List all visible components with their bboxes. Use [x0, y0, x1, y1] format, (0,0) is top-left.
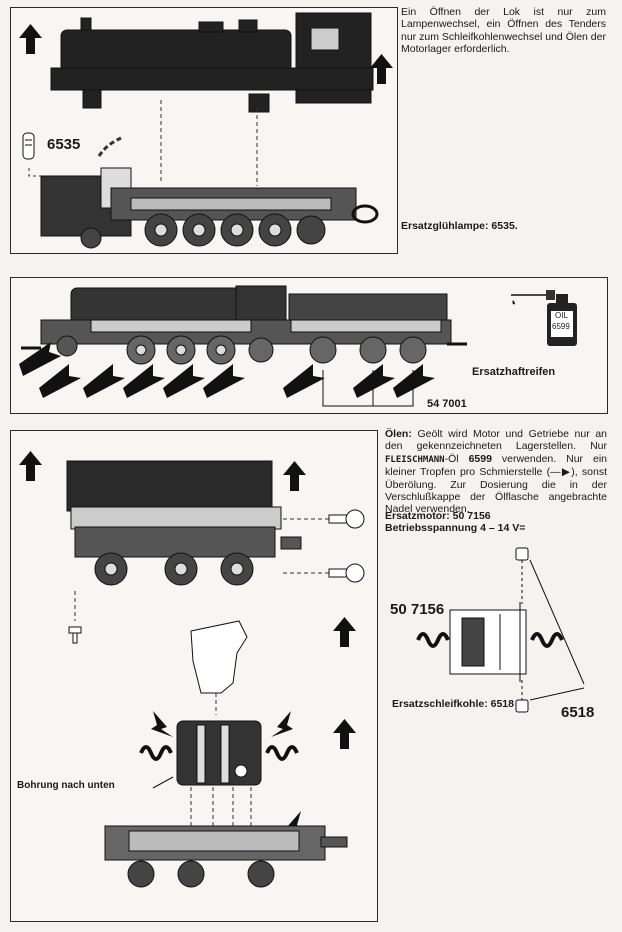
section-motor-oiling: Bohrung nach unten: [10, 430, 378, 922]
loco-chassis: [40, 167, 379, 249]
spare-lamp-label: Ersatzglühlampe: 6535.: [401, 220, 518, 232]
lamp-bulb-icon: [22, 132, 35, 160]
voltage-label: Betriebsspannung 4 – 14 V=: [385, 522, 526, 534]
screw-icon: [68, 509, 365, 644]
spare-brush-label: Ersatzschleifkohle: 6518: [392, 698, 514, 710]
tire-callout-lines: [322, 370, 414, 407]
loco-body-shell: [50, 12, 374, 113]
lift-arrow-icon: [333, 617, 356, 647]
spare-tire-label: Ersatzhaftreifen: [472, 366, 556, 378]
section-traction-tires: OIL 6599 Ersatzhaftreifen 54 7001: [10, 277, 608, 414]
oil-number: 6599: [468, 452, 492, 465]
oil-drop-icon: [511, 290, 555, 305]
tender-chassis: [104, 825, 348, 888]
lift-arrow-icon: [283, 461, 306, 491]
oil-heading: Ölen:: [385, 428, 412, 440]
spare-motor-label: Ersatzmotor: 50 7156: [385, 510, 491, 522]
oil-instructions: Ölen: Geölt wird Motor und Getriebe nur …: [385, 428, 607, 516]
section-lamp-replacement: 6535: [10, 7, 398, 254]
traction-tire-illustration: [19, 285, 577, 407]
carbon-brush-icon: [515, 547, 529, 713]
tender-motor-illustration: [19, 451, 365, 888]
loco-disassembly-illustration: [19, 12, 393, 249]
oil-bottle-label-2: 6599: [552, 322, 570, 331]
brush-part-number: 6518: [561, 704, 595, 721]
lamp-part-number: 6535: [47, 136, 81, 153]
tender-shell: [66, 460, 302, 586]
brush-cover-part: [190, 620, 248, 694]
lift-arrow-icon: [370, 54, 393, 84]
oil-point-arrows: [19, 342, 435, 398]
lift-arrow-icon: [19, 451, 42, 481]
motor-part-number: 50 7156: [390, 601, 445, 618]
loco-side-view: [21, 285, 467, 365]
lamp-intro-text: Ein Öffnen der Lok ist nur zum Lampenwec…: [401, 6, 606, 56]
lift-arrow-icon: [19, 24, 42, 54]
oil-text-3: verwenden. Nur ein kleiner Tropfen pro S…: [385, 452, 607, 516]
oil-text-1: Geölt wird Motor und Getriebe nur an den…: [385, 428, 607, 453]
oil-bottle-label-1: OIL: [555, 311, 568, 320]
motor-unit: [139, 720, 299, 786]
lift-arrow-icon: [333, 719, 356, 749]
oil-text-2: -Öl: [444, 452, 459, 465]
oil-bottle-icon: [547, 294, 577, 346]
oil-brand: FLEISCHMANN: [385, 454, 445, 465]
tire-part-number: 54 7001: [427, 398, 467, 410]
bore-label: Bohrung nach unten: [17, 780, 115, 791]
